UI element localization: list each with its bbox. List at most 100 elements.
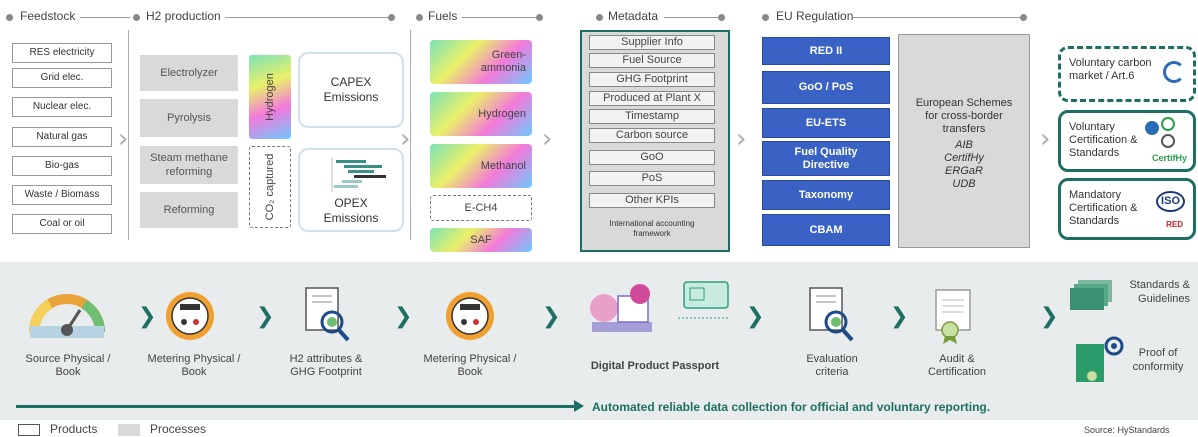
source-gauge-icon [29, 294, 105, 338]
arrow-head-icon [574, 400, 584, 412]
proof-of-conformity-label: Proof of conformity [1132, 347, 1184, 373]
chevron-right-icon: ❯ [890, 304, 909, 329]
flow-band [0, 262, 1198, 420]
metadata-item: Other KPIs [589, 193, 715, 208]
metadata-item: Timestamp [589, 109, 715, 124]
legend-processes-label: Processes [150, 422, 207, 436]
automation-arrow-text: Automated reliable data collection for o… [592, 400, 991, 414]
meter-icon [446, 292, 494, 340]
feedstock-item: Natural gas [12, 127, 112, 147]
certification-logos-icon [1145, 117, 1187, 151]
header-eu-regulation: EU Regulation [776, 9, 854, 23]
fuel-e-ch4: E-CH4 [430, 195, 532, 221]
metadata-item: GHG Footprint [589, 72, 715, 87]
legend-processes-swatch [118, 424, 140, 436]
header-feedstock: Feedstock [20, 9, 76, 23]
voluntary-certification-label: Voluntary Certification & Standards [1069, 121, 1138, 159]
feedstock-item: Bio-gas [12, 156, 112, 176]
process-electrolyzer: Electrolyzer [140, 55, 238, 91]
metadata-item: PoS [589, 171, 715, 186]
co2-captured-label: CO₂ captured [264, 153, 276, 221]
opex-label: OPEX Emissions [323, 196, 379, 225]
standards-guidelines-label: Standards & Guidelines [1129, 279, 1190, 305]
feedstock-item: Grid elec. [12, 68, 112, 88]
red-logo: RED [1166, 220, 1183, 229]
scheme-certifhy: CertifHy [944, 152, 984, 164]
automation-arrow [16, 405, 576, 408]
co2-captured-box: CO₂ captured [249, 146, 291, 228]
fuel-saf: SAF [430, 228, 532, 252]
opex-box: OPEX Emissions [298, 148, 404, 232]
fuel-green-ammonia: Green-ammonia [430, 40, 532, 84]
step-source-label: Source Physical / Book [25, 353, 111, 378]
fuel-label: SAF [470, 234, 492, 246]
voluntary-carbon-market-box: Voluntary carbon market / Art.6 [1058, 46, 1196, 102]
document-search-icon [305, 287, 350, 342]
chevron-right-icon: ❯ [746, 304, 765, 329]
metadata-item: Supplier Info [589, 35, 715, 50]
opex-chart-icon [331, 158, 386, 192]
chevron-right-icon: › [736, 124, 747, 154]
meter-icon [166, 292, 214, 340]
fuel-label: E-CH4 [464, 202, 498, 214]
capex-box: CAPEX Emissions [298, 52, 404, 128]
header-fuels: Fuels [428, 9, 458, 23]
eu-cbam: CBAM [762, 214, 890, 246]
source-credit: Source: HyStandards [1084, 425, 1170, 435]
eu-ets: EU-ETS [762, 108, 890, 138]
scheme-ergar: ERGaR [945, 165, 983, 177]
feedstock-item: Coal or oil [12, 214, 112, 234]
mandatory-certification-label: Mandatory Certification & Standards [1069, 189, 1138, 227]
scheme-aib: AIB [955, 139, 973, 151]
folder-stack-icon [1070, 280, 1112, 310]
evaluation-icon [809, 287, 854, 342]
chevron-right-icon: ❯ [138, 304, 157, 329]
process-reforming: Reforming [140, 192, 238, 228]
certificate-icon [935, 289, 971, 344]
eu-schemes-panel: European Schemes for cross-border transf… [898, 34, 1030, 248]
step-audit-label: Audit & Certification [927, 353, 987, 378]
voluntary-carbon-market-label: Voluntary carbon market / Art.6 [1069, 57, 1152, 82]
chevron-right-icon: › [542, 124, 553, 154]
chevron-right-icon: ❯ [1040, 304, 1059, 329]
chevron-right-icon: ❯ [542, 304, 561, 329]
fuel-hydrogen: Hydrogen [430, 92, 532, 136]
eu-goo-pos: GoO / PoS [762, 71, 890, 104]
metadata-item: Carbon source [589, 128, 715, 143]
eu-fuel-quality-directive: Fuel Quality Directive [762, 141, 890, 176]
feedstock-item: Nuclear elec. [12, 97, 112, 117]
feedstock-item: RES electricity [12, 43, 112, 63]
fuel-label: Hydrogen [478, 108, 526, 120]
step-metering-label: Metering Physical / Book [147, 353, 241, 378]
process-steam-methane-reforming: Steam methane reforming [140, 146, 238, 184]
eu-schemes-title: European Schemes for cross-border transf… [915, 97, 1013, 135]
feedstock-item: Waste / Biomass [12, 185, 112, 205]
chevron-right-icon: ❯ [256, 304, 275, 329]
iso-logo: ISO [1156, 191, 1185, 212]
eu-red-ii: RED II [762, 37, 890, 65]
proof-of-conformity-icon [1076, 336, 1124, 382]
step-h2-attributes-label: H2 attributes & GHG Footprint [289, 353, 363, 378]
fuel-label: Green-ammonia [480, 49, 526, 74]
voluntary-certification-box: Voluntary Certification & Standards Cert… [1058, 110, 1196, 172]
digital-passport-icon [590, 281, 729, 332]
header-metadata: Metadata [608, 9, 659, 23]
legend-products-label: Products [50, 422, 98, 436]
chevron-right-icon: ❯ [394, 304, 413, 329]
legend-products-swatch [18, 424, 40, 436]
chevron-right-icon: › [118, 124, 129, 154]
scheme-udb: UDB [952, 178, 976, 190]
header-h2-production: H2 production [146, 9, 221, 23]
carbon-market-logo-icon [1163, 61, 1185, 83]
hydrogen-label: Hydrogen [264, 73, 276, 121]
step-metering-2-label: Metering Physical / Book [423, 353, 517, 378]
fuel-label: Methanol [480, 160, 526, 172]
hydrogen-box: Hydrogen [249, 55, 291, 139]
step-evaluation-label: Evaluation criteria [806, 353, 858, 378]
metadata-item: Produced at Plant X [589, 91, 715, 106]
metadata-footer: International accounting framework [609, 219, 695, 238]
chevron-right-icon: › [1040, 124, 1051, 154]
capex-label: CAPEX Emissions [323, 75, 379, 104]
fuel-methanol: Methanol [430, 144, 532, 188]
chevron-right-icon: › [400, 124, 411, 154]
